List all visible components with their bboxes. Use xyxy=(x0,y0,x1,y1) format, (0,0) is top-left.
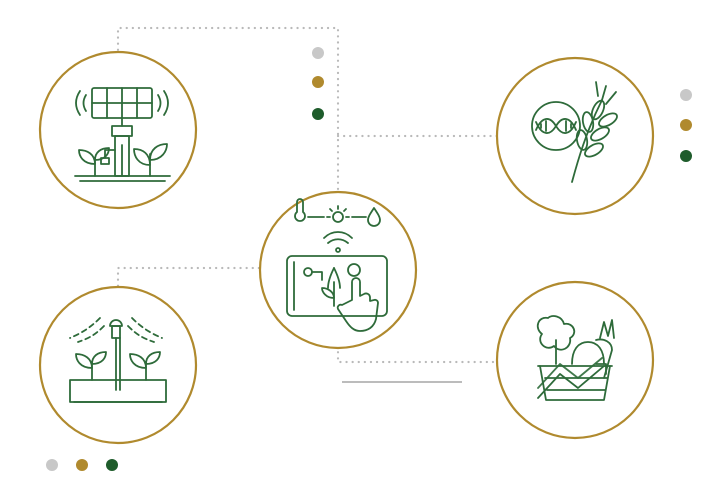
dot-green xyxy=(106,459,118,471)
node-solar-sensor xyxy=(38,50,198,210)
node-ring xyxy=(495,280,655,440)
node-ring xyxy=(495,56,655,216)
dot-group-bottom-left xyxy=(46,459,118,471)
vegetable-basket-growth-icon xyxy=(536,315,615,401)
dot-gold xyxy=(680,119,692,131)
node-ring xyxy=(38,50,198,210)
solar-panel-sensor-icon xyxy=(74,87,171,182)
connector-left-middle xyxy=(116,266,264,300)
node-ring xyxy=(38,285,198,445)
node-irrigation xyxy=(38,285,198,445)
dot-green xyxy=(680,150,692,162)
dot-gray xyxy=(680,89,692,101)
dot-group-right xyxy=(680,89,692,162)
dot-green xyxy=(312,108,324,120)
node-harvest-growth xyxy=(495,280,655,440)
node-ring xyxy=(258,190,418,350)
node-smart-tablet xyxy=(258,190,418,350)
dot-gold xyxy=(312,76,324,88)
connector-lines xyxy=(116,26,502,364)
tablet-weather-touch-icon xyxy=(286,198,388,332)
node-dna-wheat xyxy=(495,56,655,216)
dot-gray xyxy=(46,459,58,471)
dot-gray xyxy=(312,47,324,59)
sprinkler-irrigation-icon xyxy=(69,317,167,403)
dna-wheat-icon xyxy=(531,81,618,183)
dot-group-top-center xyxy=(312,47,324,120)
dot-gold xyxy=(76,459,88,471)
